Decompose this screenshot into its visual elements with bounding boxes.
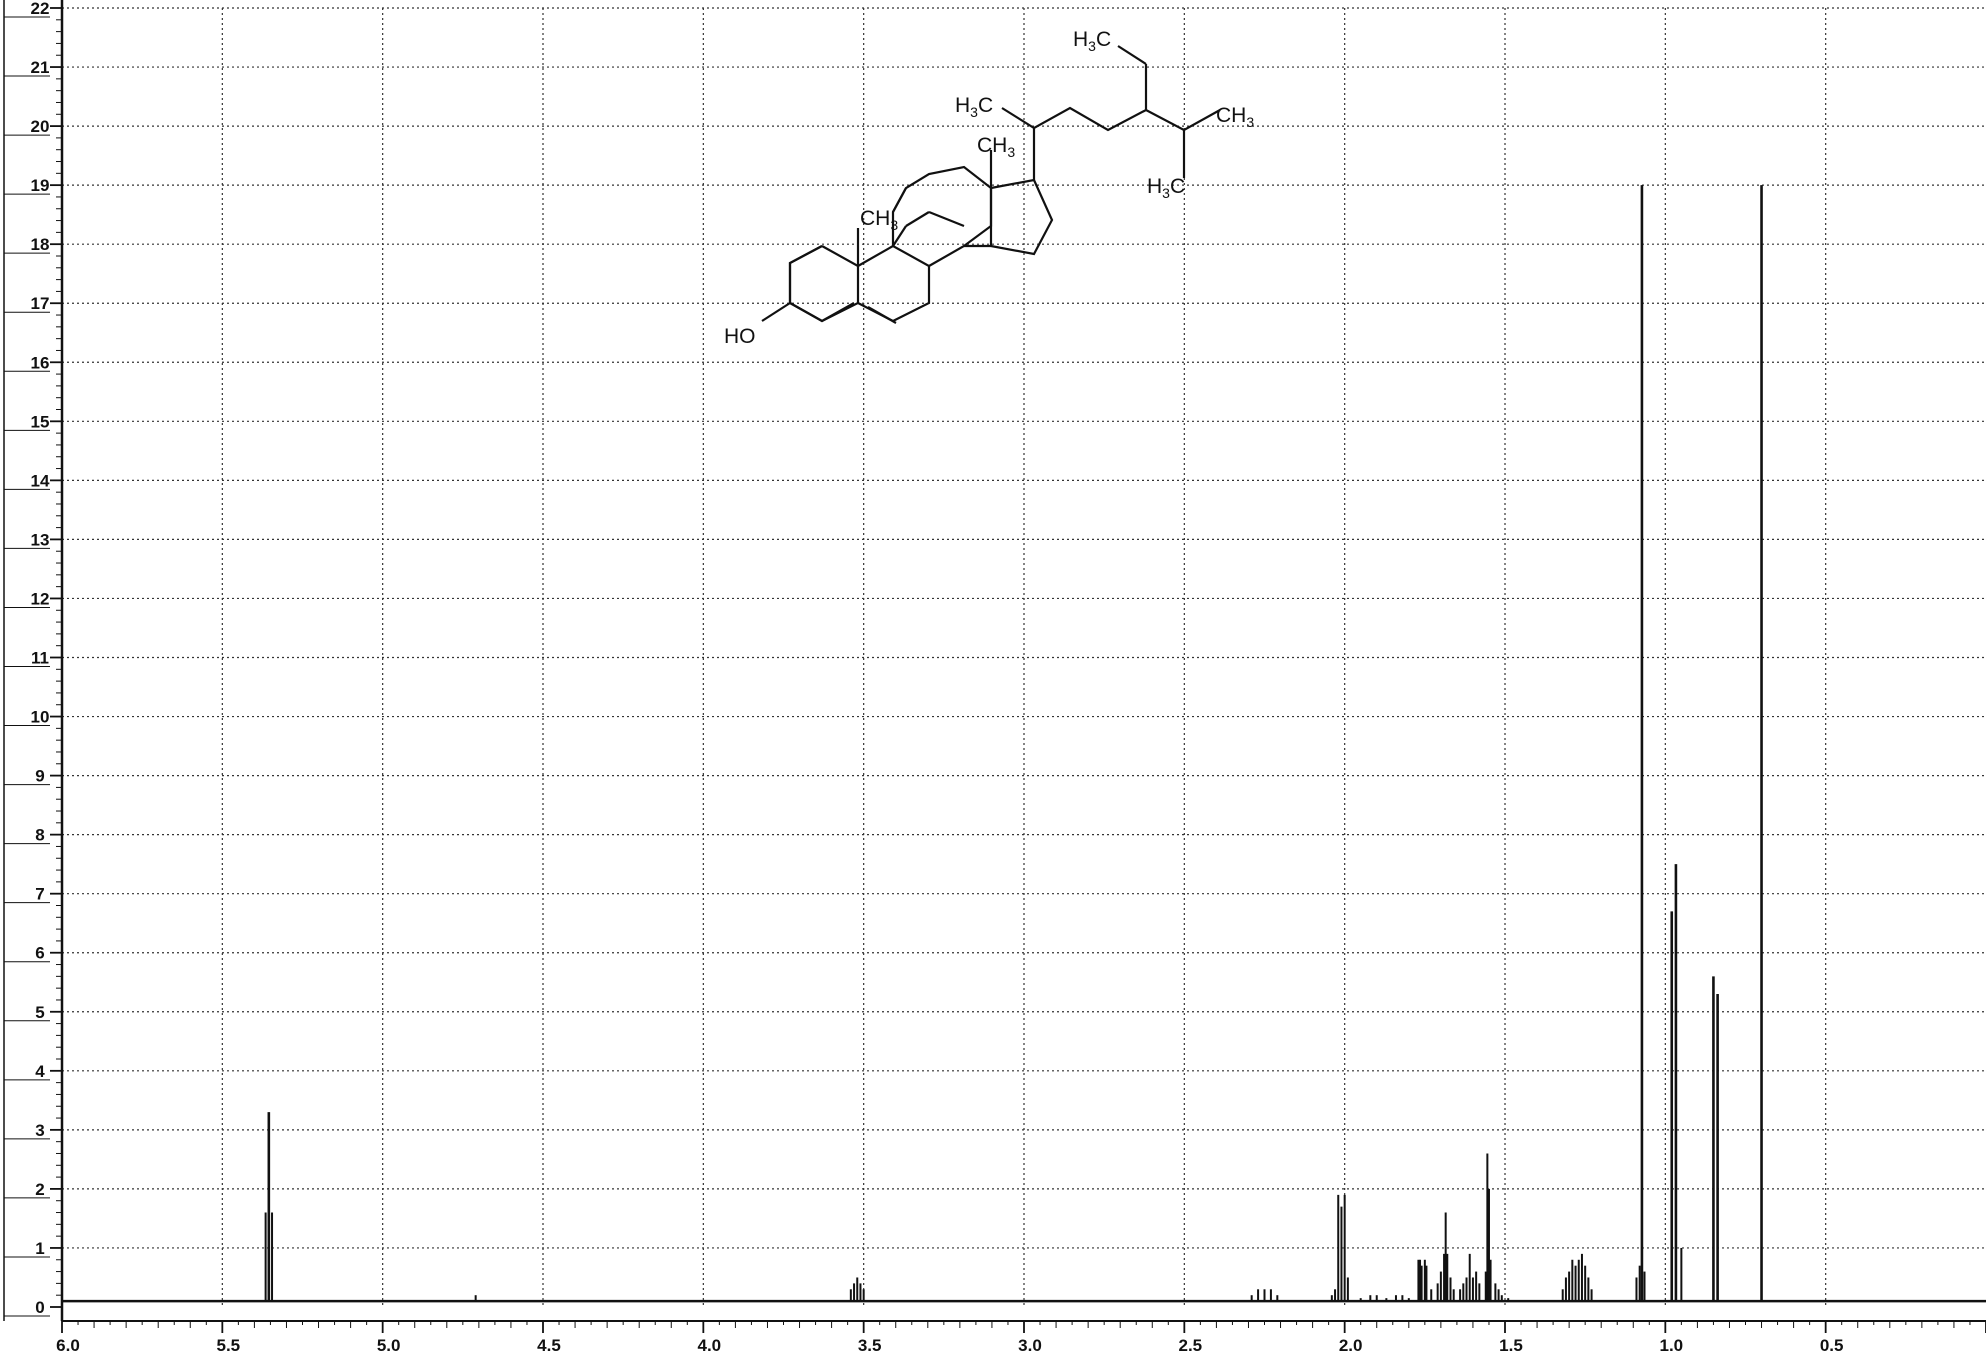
hydroxyl-label: HO (724, 325, 756, 348)
y-tick-label: 12 (31, 589, 50, 608)
c18-methyl-label: CH3 (977, 134, 1015, 160)
x-tick-label: 5.0 (377, 1336, 401, 1355)
x-tick-label: 1.0 (1660, 1336, 1684, 1355)
chemical-structure (761, 45, 1221, 324)
axes (3, 0, 1986, 1333)
hydroxyl-bond (761, 302, 791, 322)
x-tick-label: 4.0 (698, 1336, 722, 1355)
x-tick-label: 0.5 (1820, 1336, 1844, 1355)
c19-methyl-label: CH3 (860, 207, 898, 233)
ring-c-inner-bond-3 (928, 210, 965, 228)
x-tick-label: 6.0 (56, 1336, 80, 1355)
y-tick-label: 7 (35, 885, 44, 904)
y-tick-label: 6 (35, 944, 44, 963)
y-tick-label: 8 (35, 826, 44, 845)
ring-c-inner-bond (892, 225, 907, 247)
ring-c-inner-bond-2 (905, 211, 930, 227)
y-tick-label: 20 (31, 117, 50, 136)
c21-methyl-label: H3C (955, 94, 993, 120)
y-tick-label: 0 (35, 1298, 44, 1317)
y-tick-label: 13 (31, 530, 50, 549)
x-tick-label: 3.0 (1018, 1336, 1042, 1355)
y-tick-label: 1 (35, 1239, 44, 1258)
x-tick-label: 3.5 (858, 1336, 882, 1355)
ethyl-bond-2 (1117, 45, 1147, 65)
ethyl-methyl-label: H3C (1073, 28, 1111, 54)
y-tick-label: 19 (31, 176, 50, 195)
y-tick-label: 11 (31, 649, 49, 668)
y-tick-label: 18 (31, 235, 50, 254)
y-tick-label: 22 (31, 0, 50, 18)
c26-methyl-label: CH3 (1216, 104, 1254, 130)
ring-b-double-bond (867, 306, 897, 324)
ring-c-bond (892, 187, 907, 213)
x-tick-label: 4.5 (537, 1336, 561, 1355)
y-tick-label: 10 (31, 708, 50, 727)
y-tick-label: 16 (31, 353, 50, 372)
y-tick-label: 17 (31, 294, 50, 313)
y-tick-label: 5 (35, 1003, 44, 1022)
x-axis-tick-labels: 6.0 5.5 5.0 4.5 4.0 3.5 3.0 2.5 2.0 1.5 1.0 0.5 (56, 1336, 1843, 1355)
x-tick-label: 2.5 (1179, 1336, 1203, 1355)
x-tick-label: 5.5 (217, 1336, 241, 1355)
grid (62, 7, 1986, 1307)
c27-methyl-label: H3C (1147, 175, 1185, 201)
y-tick-label: 15 (31, 412, 50, 431)
y-tick-label: 9 (35, 767, 44, 786)
ring-d-outline (964, 178, 1054, 256)
structure-labels: HO CH3 CH3 H3C H3C CH3 H3C (724, 28, 1254, 348)
y-tick-label: 21 (31, 58, 50, 77)
x-tick-label: 1.5 (1499, 1336, 1523, 1355)
c21-methyl-bond (1001, 107, 1035, 129)
x-tick-label: 2.0 (1339, 1336, 1363, 1355)
y-tick-label: 2 (35, 1180, 44, 1199)
y-tick-label: 3 (35, 1121, 44, 1140)
y-tick-label: 4 (35, 1062, 45, 1081)
y-tick-label: 14 (31, 471, 50, 490)
spectrum-trace (62, 185, 1986, 1303)
